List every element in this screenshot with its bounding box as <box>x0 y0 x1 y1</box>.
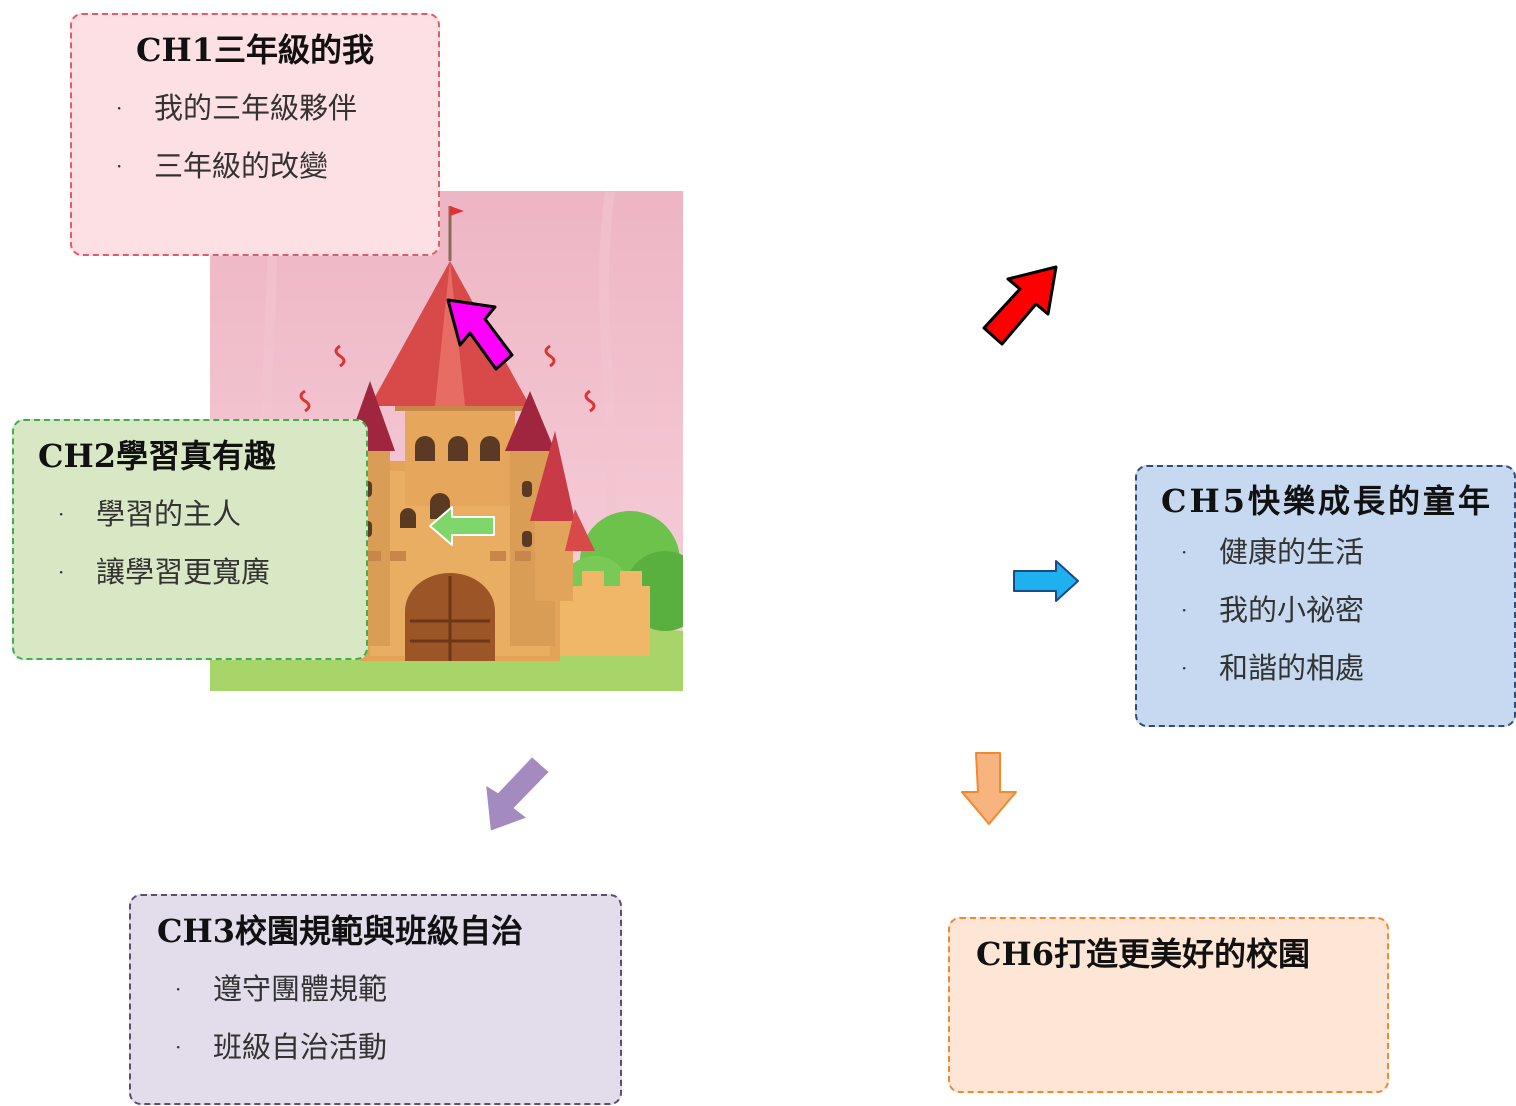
castle-illustration <box>210 191 683 691</box>
chapter-6-title: CH6打造更美好的校園 <box>976 935 1310 973</box>
bullet: · <box>116 154 123 178</box>
list-item: ·我的小祕密 <box>1161 581 1494 639</box>
chapter-2-box: CH2學習真有趣 ·學習的主人 ·讓學習更寬廣 <box>12 419 368 660</box>
purple-arrow-icon <box>484 755 551 833</box>
orange-arrow-icon <box>961 752 1017 825</box>
chapter-3-box: CH3校園規範與班級自治 ·遵守團體規範 ·班級自治活動 <box>129 894 622 1105</box>
bullet: · <box>1181 598 1188 622</box>
list-item: ·和諧的相處 <box>1161 639 1494 697</box>
chapter-6-box: CH6打造更美好的校園 <box>948 917 1389 1093</box>
chapter-5-box: CH5快樂成長的童年 ·健康的生活 ·我的小祕密 ·和諧的相處 <box>1135 465 1516 727</box>
chapter-1-title: CH1三年級的我 <box>136 31 374 69</box>
bullet: · <box>175 1035 182 1059</box>
list-item: ·遵守團體規範 <box>157 960 600 1018</box>
chapter-3-title: CH3校園規範與班級自治 <box>157 912 523 950</box>
list-item: ·學習的主人 <box>38 485 346 543</box>
bullet: · <box>1181 656 1188 680</box>
bullet: · <box>116 96 123 120</box>
chapter-5-title: CH5快樂成長的童年 <box>1161 482 1493 520</box>
list-item: ·三年級的改變 <box>92 137 418 195</box>
green-arrow-icon <box>429 506 495 546</box>
list-item: ·我的三年級夥伴 <box>92 79 418 137</box>
bullet: · <box>175 977 182 1001</box>
bullet: · <box>1181 540 1188 564</box>
list-item: ·健康的生活 <box>1161 523 1494 581</box>
bullet: · <box>58 560 65 584</box>
magenta-arrow-icon <box>446 298 514 371</box>
red-arrow-icon <box>982 265 1058 346</box>
bullet: · <box>58 502 65 526</box>
chapter-1-box: CH1三年級的我 ·我的三年級夥伴 ·三年級的改變 <box>70 13 440 256</box>
blue-arrow-icon <box>1013 560 1079 602</box>
list-item: ·讓學習更寬廣 <box>38 543 346 601</box>
chapter-2-title: CH2學習真有趣 <box>38 437 276 475</box>
list-item: ·班級自治活動 <box>157 1018 600 1076</box>
